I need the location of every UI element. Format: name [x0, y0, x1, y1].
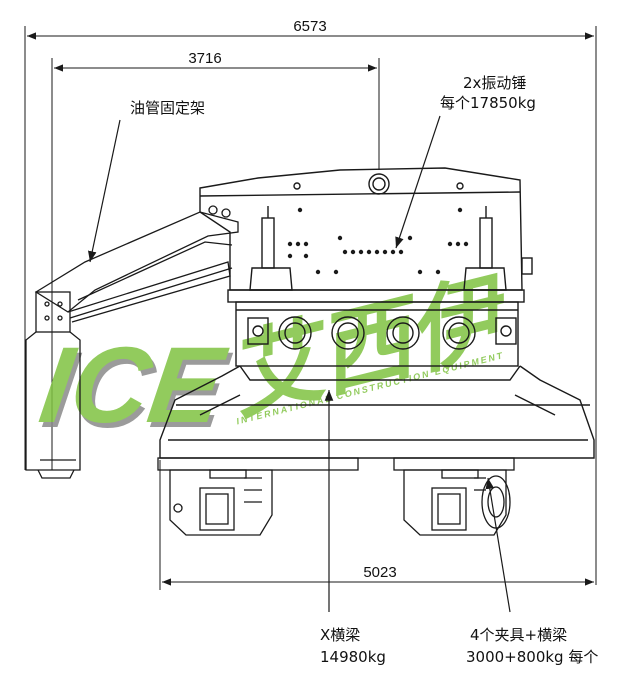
- label-crossbeam-line1: X横梁: [320, 626, 360, 644]
- leader-lines: [88, 115, 511, 613]
- label-vibro-hammer-line2: 每个17850kg: [440, 94, 536, 112]
- pipe-holder-arm: [25, 205, 239, 479]
- eccentric-drums: [247, 316, 517, 350]
- label-pipe-holder: 油管固定架: [130, 99, 205, 117]
- dimension-overall-value: 6573: [293, 18, 326, 35]
- label-vibro-hammer-line1: 2x振动锤: [463, 74, 526, 92]
- svg-text:ICE: ICE: [37, 329, 238, 449]
- x-crossbeam: [159, 365, 595, 459]
- watermark: ICE ICE 艾西伊 INTERNATIONAL CONSTRUCTION E…: [33, 263, 521, 450]
- dimension-bottom-value: 5023: [363, 564, 396, 581]
- svg-text:ICE: ICE: [33, 324, 234, 444]
- label-clamps-line2: 3000+800kg 每个: [466, 648, 598, 666]
- dimension-bottom: [159, 460, 594, 590]
- dimension-center: [51, 58, 380, 470]
- vibro-hammer-body: [199, 167, 533, 367]
- clamp-right: [393, 457, 515, 536]
- dimension-overall: [24, 26, 597, 585]
- svg-text:艾西伊: 艾西伊: [218, 263, 521, 431]
- dimension-center-value: 3716: [188, 50, 221, 67]
- label-crossbeam-line2: 14980kg: [320, 648, 386, 666]
- bolt-pattern: [287, 207, 469, 275]
- clamp-left: [157, 457, 359, 536]
- label-clamps-line1: 4个夹具+横梁: [470, 626, 567, 644]
